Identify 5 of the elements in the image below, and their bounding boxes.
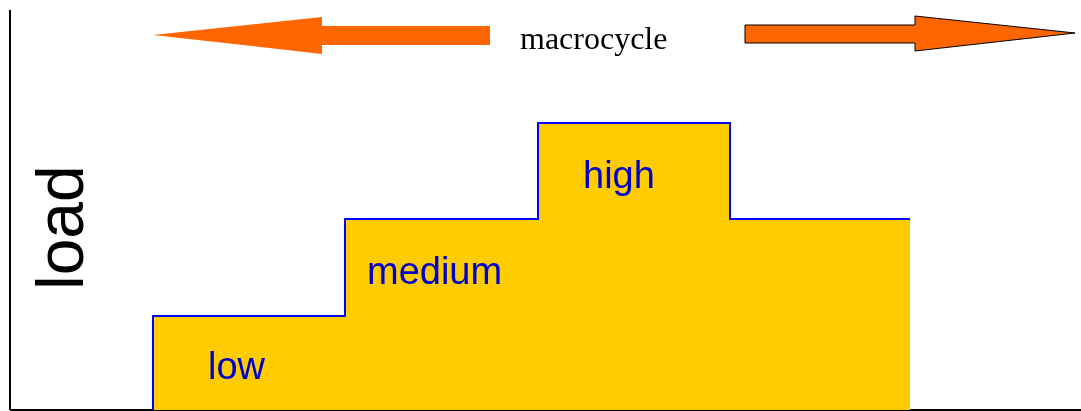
step-label: high [583,154,655,197]
step-label: medium [367,250,503,293]
step-label: low [208,345,266,388]
period-label: macrocycle [520,20,668,57]
axis-label: load [22,165,98,290]
